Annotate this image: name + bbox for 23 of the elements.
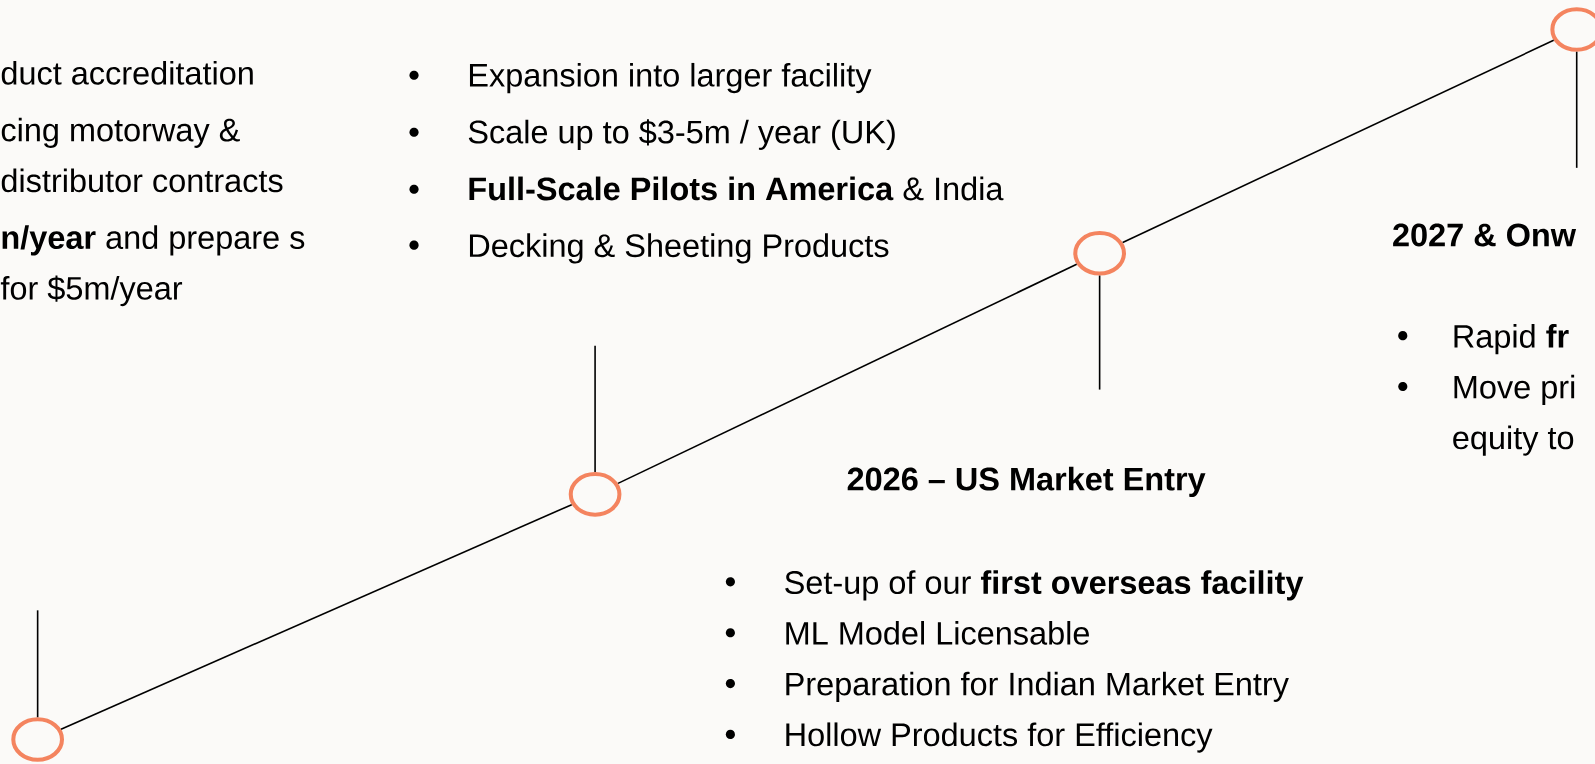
bullet-text: Set-up of our first overseas facility (785, 570, 1304, 601)
timeline-marker (11, 717, 64, 762)
bullet-text: Decking & Sheeting Products (469, 233, 889, 264)
bullet-text: Full-Scale Pilots in America & India (469, 176, 1004, 201)
bullet-text: duct accreditation (1, 60, 253, 85)
bullet-text: n/year and prepare s for $5m/year (0, 225, 305, 307)
bullet-text: Rapid fr (1454, 324, 1569, 355)
bullet-text: Scale up to $3-5m / year (UK) (468, 119, 895, 150)
timeline-marker (1550, 7, 1595, 52)
stem-line (1575, 51, 1578, 169)
bullet-text: Preparation for Indian Market Entry (786, 671, 1289, 702)
bullet-text: Move pri equity to (1453, 374, 1575, 456)
timeline-line (617, 263, 1078, 485)
stem-line (1098, 274, 1101, 391)
timeline-line (1121, 39, 1555, 244)
bullet-text: ML Model Licensable (786, 621, 1089, 645)
stem-line (594, 345, 596, 473)
bullet-text: Expansion into larger facility (469, 62, 872, 94)
timeline-heading: 2026 – US Market Entry (847, 466, 1206, 498)
timeline-line (60, 503, 573, 731)
timeline-heading: 2027 & Onw (1393, 223, 1577, 247)
stem-line (36, 609, 39, 719)
bullet-text: Hollow Products for Efficiency (786, 722, 1213, 753)
